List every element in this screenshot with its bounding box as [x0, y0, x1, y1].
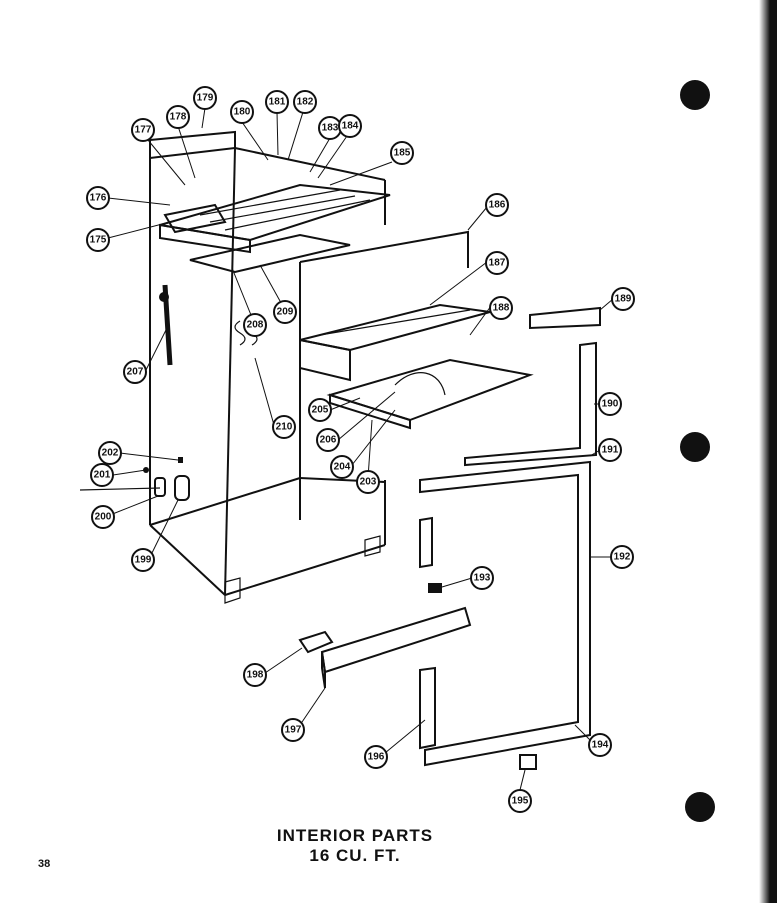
callout-184: 184 — [338, 114, 362, 138]
svg-text:204: 204 — [334, 462, 351, 473]
callout-199: 199 — [131, 548, 155, 572]
svg-text:183: 183 — [322, 123, 339, 134]
callout-186: 186 — [485, 193, 509, 217]
svg-text:186: 186 — [489, 200, 506, 211]
callout-208: 208 — [243, 313, 267, 337]
freezer-shelf — [159, 183, 391, 274]
callout-190: 190 — [598, 392, 622, 416]
svg-text:185: 185 — [394, 148, 411, 159]
scan-edge — [759, 0, 777, 903]
callout-179: 179 — [193, 86, 217, 110]
svg-text:208: 208 — [247, 320, 264, 331]
svg-text:196: 196 — [368, 752, 385, 763]
callout-194: 194 — [588, 733, 612, 757]
svg-text:191: 191 — [602, 445, 619, 456]
callout-180: 180 — [230, 100, 254, 124]
callout-197: 197 — [281, 718, 305, 742]
callout-207: 207 — [123, 360, 147, 384]
callout-178: 178 — [166, 105, 190, 129]
callout-203: 203 — [356, 470, 380, 494]
callout-202: 202 — [98, 441, 122, 465]
svg-text:203: 203 — [360, 477, 377, 488]
callout-191: 191 — [598, 438, 622, 462]
binder-hole-middle — [680, 432, 710, 462]
svg-text:201: 201 — [94, 470, 111, 481]
svg-text:209: 209 — [277, 307, 294, 318]
callout-187: 187 — [485, 251, 509, 275]
callout-181: 181 — [265, 90, 289, 114]
callouts: 179 178 177 180 181 182 183 184 185 176 … — [86, 86, 635, 813]
callout-195: 195 — [508, 789, 532, 813]
callout-206: 206 — [316, 428, 340, 452]
drip-tray-assembly — [299, 303, 534, 430]
svg-text:188: 188 — [493, 303, 510, 314]
svg-text:200: 200 — [95, 512, 112, 523]
svg-text:206: 206 — [320, 435, 337, 446]
svg-text:181: 181 — [269, 97, 286, 108]
svg-text:187: 187 — [489, 258, 506, 269]
callout-210: 210 — [272, 415, 296, 439]
left-side-parts — [79, 284, 258, 501]
callout-200: 200 — [91, 505, 115, 529]
svg-text:202: 202 — [102, 448, 119, 459]
cabinet-liner — [149, 130, 386, 604]
callout-205: 205 — [308, 398, 332, 422]
svg-text:193: 193 — [474, 573, 491, 584]
callout-185: 185 — [390, 141, 414, 165]
svg-text:179: 179 — [197, 93, 214, 104]
svg-text:205: 205 — [312, 405, 329, 416]
callout-176: 176 — [86, 186, 110, 210]
liner-panel — [299, 230, 469, 520]
callout-182: 182 — [293, 90, 317, 114]
binder-hole-top — [680, 80, 710, 110]
svg-text:207: 207 — [127, 367, 144, 378]
svg-text:192: 192 — [614, 552, 631, 563]
svg-text:175: 175 — [90, 235, 107, 246]
caption-line-2: 16 CU. FT. — [309, 846, 401, 865]
binder-hole-bottom — [685, 792, 715, 822]
door-frame — [419, 460, 591, 767]
small-parts — [298, 583, 537, 770]
svg-text:194: 194 — [592, 740, 609, 751]
svg-text:189: 189 — [615, 294, 632, 305]
svg-text:184: 184 — [342, 121, 359, 132]
callout-189: 189 — [611, 287, 635, 311]
page-number: 38 — [38, 858, 51, 870]
svg-text:197: 197 — [285, 725, 302, 736]
callout-193: 193 — [470, 566, 494, 590]
svg-text:198: 198 — [247, 670, 264, 681]
callout-201: 201 — [90, 463, 114, 487]
callout-177: 177 — [131, 118, 155, 142]
callout-188: 188 — [489, 296, 513, 320]
callout-209: 209 — [273, 300, 297, 324]
svg-text:182: 182 — [297, 97, 314, 108]
svg-text:180: 180 — [234, 107, 251, 118]
svg-text:176: 176 — [90, 193, 107, 204]
callout-196: 196 — [364, 745, 388, 769]
caption-line-1: INTERIOR PARTS — [276, 826, 434, 845]
svg-text:178: 178 — [170, 112, 187, 123]
svg-text:177: 177 — [135, 125, 152, 136]
svg-text:190: 190 — [602, 399, 619, 410]
svg-text:195: 195 — [512, 796, 529, 807]
gasket-strips — [464, 306, 601, 467]
callout-192: 192 — [610, 545, 634, 569]
callout-183: 183 — [318, 116, 342, 140]
svg-text:210: 210 — [276, 422, 293, 433]
callout-175: 175 — [86, 228, 110, 252]
callout-204: 204 — [330, 455, 354, 479]
leader-lines — [107, 107, 614, 791]
callout-198: 198 — [243, 663, 267, 687]
svg-text:199: 199 — [135, 555, 152, 566]
diagram-caption: INTERIOR PARTS 16 CU. FT. — [265, 826, 445, 866]
